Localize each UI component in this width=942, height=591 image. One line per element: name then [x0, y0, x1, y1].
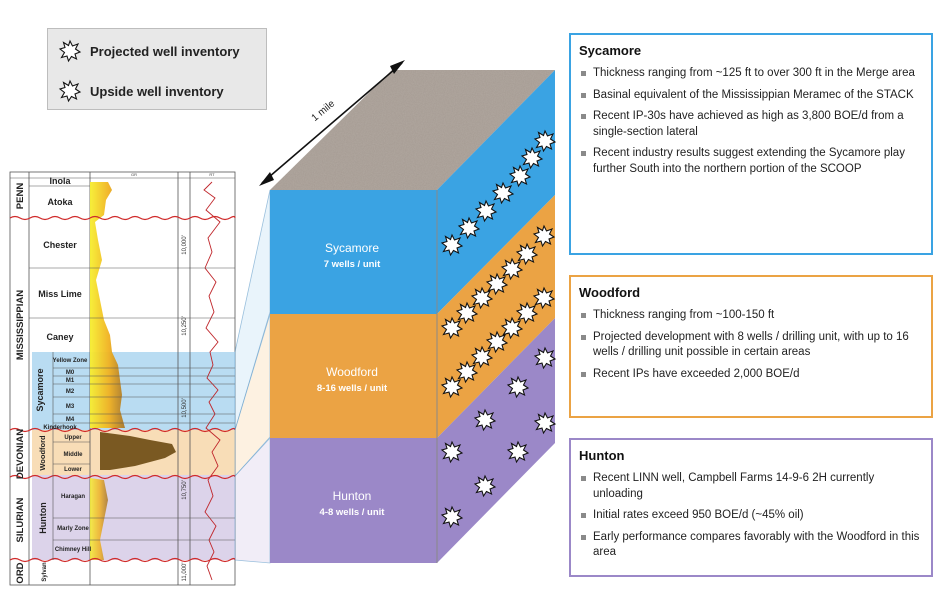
sycamore-block-wells: 7 wells / unit: [324, 259, 381, 270]
group-hunton: Hunton: [38, 502, 48, 534]
woodford-bullet: Recent IPs have exceeded 2,000 BOE/d: [579, 367, 921, 383]
legend-projected: Projected well inventory: [58, 39, 240, 63]
formation-inola: Inola: [49, 176, 71, 186]
sycamore-panel: Sycamore Thickness ranging from ~125 ft …: [569, 33, 933, 255]
depth-10500: 10,500': [182, 398, 188, 418]
depth-10250: 10,250': [182, 316, 188, 336]
group-woodford: Woodford: [38, 435, 47, 471]
legend-upside-label: Upside well inventory: [90, 83, 224, 99]
type-log: PENN MISSISSIPPIAN DEVONIAN SILURIAN ORD…: [9, 171, 236, 586]
formation-atoka: Atoka: [47, 197, 73, 207]
formation-lower: Lower: [64, 467, 82, 473]
formation-middle: Middle: [64, 452, 84, 458]
system-silurian: SILURIAN: [15, 497, 26, 542]
hunton-block-wells: 4-8 wells / unit: [320, 507, 386, 518]
dimension-label: 1 mile: [310, 98, 338, 124]
system-devonian: DEVONIAN: [15, 429, 26, 479]
hunton-bullet: Recent LINN well, Campbell Farms 14-9-6 …: [579, 471, 921, 502]
formation-m1: M1: [66, 378, 75, 384]
formation-haragan: Haragan: [61, 494, 85, 500]
woodford-block-name: Woodford: [326, 365, 378, 379]
system-ord: ORD: [15, 562, 26, 583]
hunton-panel-title: Hunton: [579, 448, 625, 463]
legend-projected-label: Projected well inventory: [90, 43, 240, 59]
woodford-block-wells: 8-16 wells / unit: [317, 383, 388, 394]
legend-upside: Upside well inventory: [58, 79, 224, 103]
gr-track-header: GR: [131, 172, 137, 177]
group-sycamore: Sycamore: [35, 368, 45, 411]
woodford-front-face: [270, 314, 437, 438]
sycamore-front-face: [270, 190, 437, 314]
depth-10750: 10,750': [182, 480, 188, 500]
formation-chester: Chester: [43, 240, 77, 250]
woodford-panel-title: Woodford: [579, 285, 641, 300]
formation-yellow-zone: Yellow Zone: [53, 358, 88, 364]
hunton-bullet: Initial rates exceed 950 BOE/d (~45% oil…: [579, 508, 921, 524]
system-penn: PENN: [15, 183, 26, 210]
starburst-icon: [59, 40, 81, 62]
sycamore-block-name: Sycamore: [325, 241, 379, 255]
depth-11000: 11,000': [182, 562, 188, 581]
formation-kinderhook: Kinderhook: [43, 425, 77, 431]
hunton-panel: Hunton Recent LINN well, Campbell Farms …: [569, 438, 933, 577]
sycamore-bullet: Recent IP-30s have achieved as high as 3…: [579, 109, 921, 140]
formation-miss-lime: Miss Lime: [38, 289, 82, 299]
starburst-outline-icon: [59, 80, 81, 102]
hunton-zone-shade: [32, 475, 235, 560]
sycamore-bullet: Thickness ranging from ~125 ft to over 3…: [579, 66, 921, 82]
woodford-bullet: Thickness ranging from ~100-150 ft: [579, 308, 921, 324]
hunton-bullet: Early performance compares favorably wit…: [579, 530, 921, 561]
system-mississippian: MISSISSIPPIAN: [15, 290, 26, 360]
legend: Projected well inventory Upside well inv…: [47, 28, 267, 110]
group-sylvan: Sylvan: [42, 562, 48, 582]
formation-marly-zone: Marly Zone: [57, 526, 89, 532]
woodford-bullet: Projected development with 8 wells / dri…: [579, 330, 921, 361]
formation-upper: Upper: [64, 435, 82, 441]
formation-caney: Caney: [46, 332, 73, 342]
sycamore-panel-title: Sycamore: [579, 43, 642, 58]
formation-m4: M4: [66, 417, 75, 423]
hunton-side-face: [437, 318, 555, 563]
formation-m0: M0: [66, 370, 75, 376]
depth-10000: 10,000': [182, 235, 188, 255]
block-3d: Sycamore 7 wells / unit Woodford 8-16 we…: [259, 60, 556, 563]
formation-chimney-hill: Chimney Hill: [55, 547, 92, 553]
sycamore-bullet: Recent industry results suggest extendin…: [579, 146, 921, 177]
hunton-front-face: [270, 438, 437, 563]
rt-track-header: RT: [209, 172, 215, 177]
formation-m3: M3: [66, 404, 75, 410]
sycamore-zone-shade: [32, 352, 235, 430]
formation-m2: M2: [66, 389, 75, 395]
hunton-block-name: Hunton: [333, 489, 372, 503]
sycamore-bullet: Basinal equivalent of the Mississippian …: [579, 88, 921, 104]
woodford-panel: Woodford Thickness ranging from ~100-150…: [569, 275, 933, 418]
